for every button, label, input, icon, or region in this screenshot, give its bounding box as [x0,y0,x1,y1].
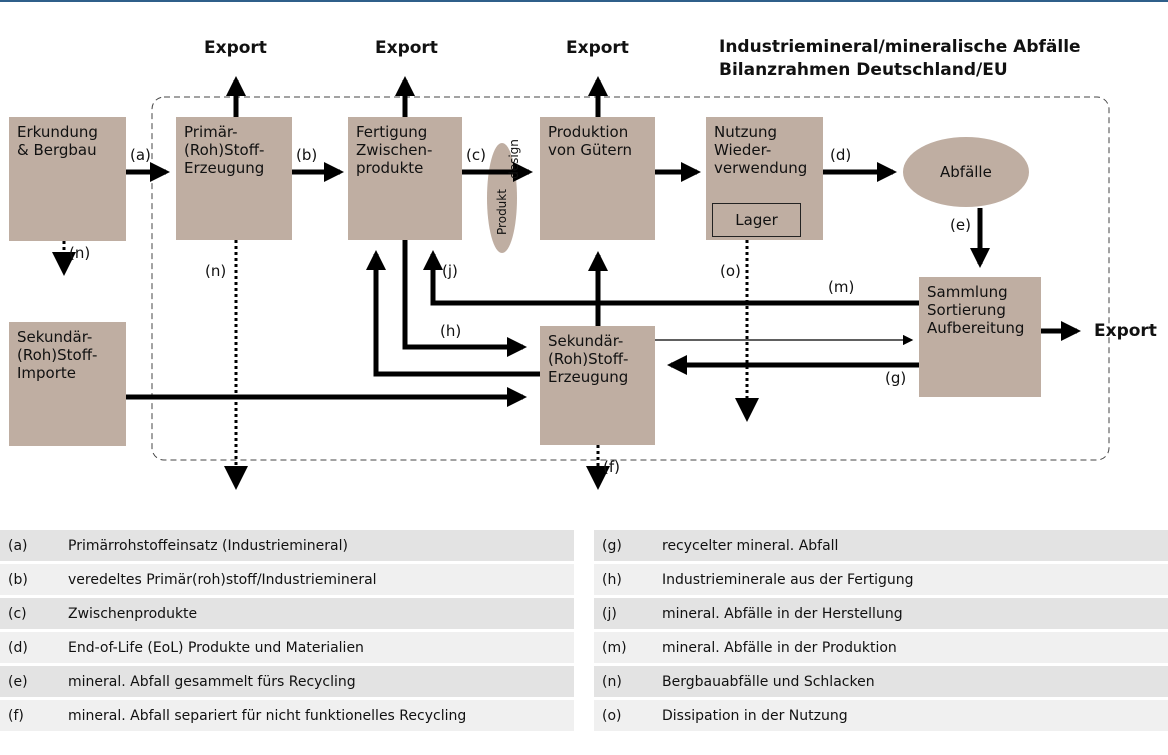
legend-row: (m)mineral. Abfälle in der Produktion [594,630,1168,666]
box-manufacturing: Fertigung Zwischen- produkte [348,117,462,240]
export-label-production: Export [566,38,629,58]
legend-row: (c)Zwischenprodukte [0,596,574,632]
flow-label-d: (d) [830,146,852,164]
flow-label-c: (c) [466,146,486,164]
box-primary-production: Primär- (Roh)Stoff- Erzeugung [176,117,292,240]
flow-m-arrow [423,250,919,306]
box-production-goods: Produktion von Gütern [540,117,655,240]
legend-key: (b) [0,562,60,598]
export-label-manufacturing: Export [375,38,438,58]
box-secondary-imports: Sekundär- (Roh)Stoff- Importe [9,322,126,446]
product-design-label-2: design [507,139,521,179]
box-collection-sorting: Sammlung Sortierung Aufbereitung [919,277,1041,397]
legend-key: (d) [0,630,60,666]
legend-text: mineral. Abfälle in der Produktion [654,630,1168,666]
legend-row: (j)mineral. Abfälle in der Herstellung [594,596,1168,632]
flow-h-arrow [402,240,527,357]
legend-row: (e)mineral. Abfall gesammelt fürs Recycl… [0,664,574,700]
legend-text: End-of-Life (EoL) Produkte und Materiali… [60,630,574,666]
waste-label: Abfälle [940,163,992,181]
flow-label-f: (f) [603,458,620,476]
flow-label-j: (j) [442,262,458,280]
export-label-primary: Export [204,38,267,58]
legend-row: (n)Bergbauabfälle und Schlacken [594,664,1168,700]
legend-key: (c) [0,596,60,632]
flow-label-b: (b) [296,146,318,164]
flow-label-g: (g) [885,369,907,387]
legend-text: recycelter mineral. Abfall [654,530,1168,564]
flow-label-h: (h) [440,322,462,340]
legend-text: mineral. Abfall gesammelt fürs Recycling [60,664,574,700]
top-rule [0,0,1168,2]
legend-key: (n) [594,664,654,700]
legend-table-right: (g)recycelter mineral. Abfall (h)Industr… [594,530,1168,734]
legend-key: (h) [594,562,654,598]
legend-text: Zwischenprodukte [60,596,574,632]
legend-text: mineral. Abfall separiert für nicht funk… [60,698,574,734]
legend-text: veredeltes Primär(roh)stoff/Industriemin… [60,562,574,598]
box-exploration-mining: Erkundung & Bergbau [9,117,126,241]
flow-label-a: (a) [130,146,151,164]
flow-label-o: (o) [720,262,741,280]
legend-row: (g)recycelter mineral. Abfall [594,530,1168,564]
legend-key: (m) [594,630,654,666]
waste-ellipse [903,137,1029,207]
material-flow-diagram [43,76,1110,490]
legend-text: Primärrohstoffeinsatz (Industriemineral) [60,530,574,564]
legend-text: Bergbauabfälle und Schlacken [654,664,1168,700]
legend-text: Industrieminerale aus der Fertigung [654,562,1168,598]
legend-text: Dissipation in der Nutzung [654,698,1168,734]
product-design-label-1: Produkt [495,189,509,235]
legend-key: (a) [0,530,60,564]
flow-label-n-exploration: (n) [69,244,91,262]
system-boundary [151,96,1110,461]
legend-row: (b)veredeltes Primär(roh)stoff/Industrie… [0,562,574,598]
export-label-collection: Export [1094,321,1157,341]
box-secondary-production: Sekundär- (Roh)Stoff- Erzeugung [540,326,655,445]
legend-key: (j) [594,596,654,632]
legend-row: (h)Industrieminerale aus der Fertigung [594,562,1168,598]
box-storage: Lager [712,203,801,237]
legend-row: (d)End-of-Life (EoL) Produkte und Materi… [0,630,574,666]
diagram-title-line-2: Bilanzrahmen Deutschland/EU [719,60,1008,80]
legend-row: (f)mineral. Abfall separiert für nicht f… [0,698,574,734]
legend-key: (f) [0,698,60,734]
legend-key: (e) [0,664,60,700]
legend-key: (g) [594,530,654,564]
diagram-title-line-1: Industriemineral/mineralische Abfälle [719,37,1081,57]
flow-label-n-primary: (n) [205,262,227,280]
storage-label: Lager [735,211,778,229]
flow-label-m: (m) [828,278,855,296]
flow-label-e: (e) [950,216,971,234]
legend-key: (o) [594,698,654,734]
legend-table-left: (a)Primärrohstoffeinsatz (Industrieminer… [0,530,574,734]
legend-row: (a)Primärrohstoffeinsatz (Industrieminer… [0,530,574,564]
legend-text: mineral. Abfälle in der Herstellung [654,596,1168,632]
flow-secondary-manufacturing-arrow [366,250,540,377]
legend-row: (o)Dissipation in der Nutzung [594,698,1168,734]
